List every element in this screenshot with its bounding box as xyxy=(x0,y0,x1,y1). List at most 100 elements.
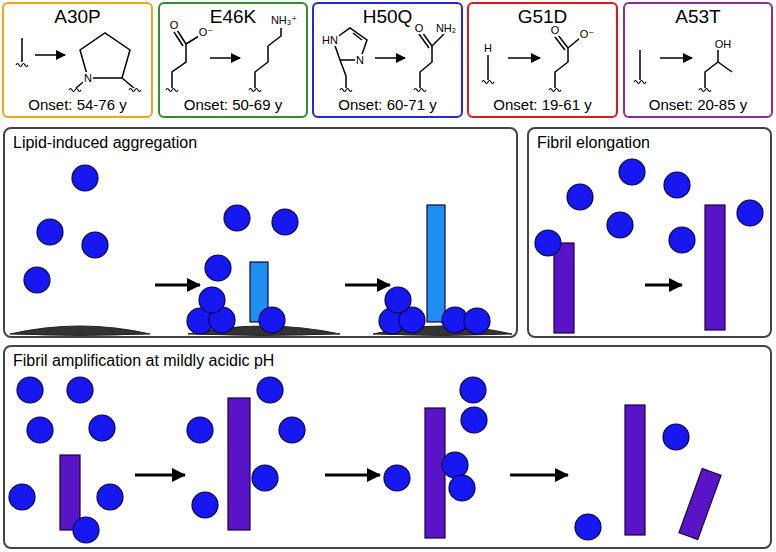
chemical-structure xyxy=(705,50,718,88)
chemical-structure xyxy=(487,55,489,80)
arrow xyxy=(35,55,692,475)
fibril xyxy=(425,408,445,538)
chemical-structure xyxy=(555,48,568,88)
monomer xyxy=(385,287,411,313)
monomer xyxy=(464,308,490,334)
arrow xyxy=(508,57,540,59)
arrow xyxy=(325,474,380,477)
monomer xyxy=(252,465,278,491)
atom-label: NH₃⁺ xyxy=(270,14,298,26)
chemical-structure xyxy=(555,37,565,50)
monomer xyxy=(259,307,285,333)
monomer xyxy=(619,159,645,185)
panel-title: Fibril amplification at mildly acidic pH xyxy=(13,351,274,370)
monomer xyxy=(384,465,410,491)
atom-label: O xyxy=(550,24,561,36)
monomer xyxy=(460,377,486,403)
chemical-structure xyxy=(177,30,186,44)
atom-label: O xyxy=(414,22,425,34)
chemical-structure xyxy=(718,62,732,72)
arrow xyxy=(135,474,185,477)
atom-label: OH xyxy=(714,38,733,50)
monomer xyxy=(567,184,593,210)
atom-label: O⁻ xyxy=(579,28,595,40)
arrow xyxy=(210,57,240,59)
chemical-structure xyxy=(422,32,432,46)
chemical-structure xyxy=(353,33,362,40)
monomer xyxy=(187,417,213,443)
wavy-bond xyxy=(482,81,494,84)
monomer xyxy=(575,514,601,540)
wavy-bond xyxy=(249,89,261,92)
arrow xyxy=(345,284,390,287)
monomer xyxy=(257,377,283,403)
arrow xyxy=(660,57,692,59)
arrow xyxy=(35,54,65,56)
monomer xyxy=(72,165,98,191)
chemical-structure xyxy=(22,28,732,88)
monomer xyxy=(664,172,690,198)
panel: Lipid-induced aggregation xyxy=(3,127,518,338)
monomer xyxy=(449,475,475,501)
fibril xyxy=(228,398,250,530)
monomer xyxy=(272,209,298,235)
mutation-box: A53T Onset: 20-85 y xyxy=(623,2,773,118)
monomer xyxy=(669,227,695,253)
wavy-bond xyxy=(16,64,711,92)
atom-label: NH₂ xyxy=(435,22,457,34)
panel: Fibril elongation xyxy=(527,127,772,338)
monomer xyxy=(73,517,99,543)
mutation-name: A53T xyxy=(675,6,720,28)
monomer xyxy=(663,424,689,450)
chemical-structure xyxy=(340,60,346,88)
onset-range: Onset: 50-69 y xyxy=(184,96,282,114)
mutation-box: H50Q Onset: 60-71 y xyxy=(312,2,463,118)
monomer xyxy=(192,492,218,518)
monomer xyxy=(67,377,93,403)
chemical-structure xyxy=(174,32,183,46)
monomer xyxy=(279,417,305,443)
panel-title: Fibril elongation xyxy=(537,133,650,152)
arrow xyxy=(155,284,200,287)
arrow xyxy=(510,474,568,477)
onset-range: Onset: 20-85 y xyxy=(649,96,747,114)
chemical-structure xyxy=(432,34,444,46)
monomer xyxy=(9,484,35,510)
monomer xyxy=(89,415,115,441)
chemical-structure xyxy=(122,78,134,88)
mutation-box: A30P Onset: 54-76 y xyxy=(2,2,153,118)
atom-label: N xyxy=(355,54,365,66)
monomer xyxy=(24,267,50,293)
fibril xyxy=(60,455,80,530)
onset-range: Onset: 54-76 y xyxy=(28,96,126,114)
fibril xyxy=(679,469,721,540)
wavy-bond xyxy=(69,89,81,92)
monomer xyxy=(199,287,225,313)
chemical-structure xyxy=(21,38,23,62)
mutation-name: H50Q xyxy=(363,6,413,28)
chemical-structure xyxy=(558,35,568,48)
monomer xyxy=(37,219,63,245)
fibril xyxy=(625,405,645,535)
atom-label: N xyxy=(83,72,93,84)
chemical-structure xyxy=(255,28,281,88)
arrow xyxy=(375,57,405,59)
wavy-bond xyxy=(166,89,178,92)
monomer xyxy=(82,232,108,258)
wavy-bond xyxy=(340,89,352,92)
atom-label: O⁻ xyxy=(198,26,214,38)
onset-range: Onset: 19-61 y xyxy=(493,96,591,114)
wavy-bond xyxy=(414,89,426,92)
monomer xyxy=(442,452,468,478)
fibril xyxy=(427,205,445,322)
mutation-name: E46K xyxy=(210,6,256,28)
atom-label: H xyxy=(483,42,493,54)
mutation-name: A30P xyxy=(54,6,100,28)
wavy-bond xyxy=(634,81,646,84)
fibril xyxy=(705,205,725,330)
atom-label: O xyxy=(169,19,180,31)
onset-range: Onset: 60-71 y xyxy=(338,96,436,114)
chemical-structure xyxy=(419,34,429,48)
monomer xyxy=(535,230,561,256)
